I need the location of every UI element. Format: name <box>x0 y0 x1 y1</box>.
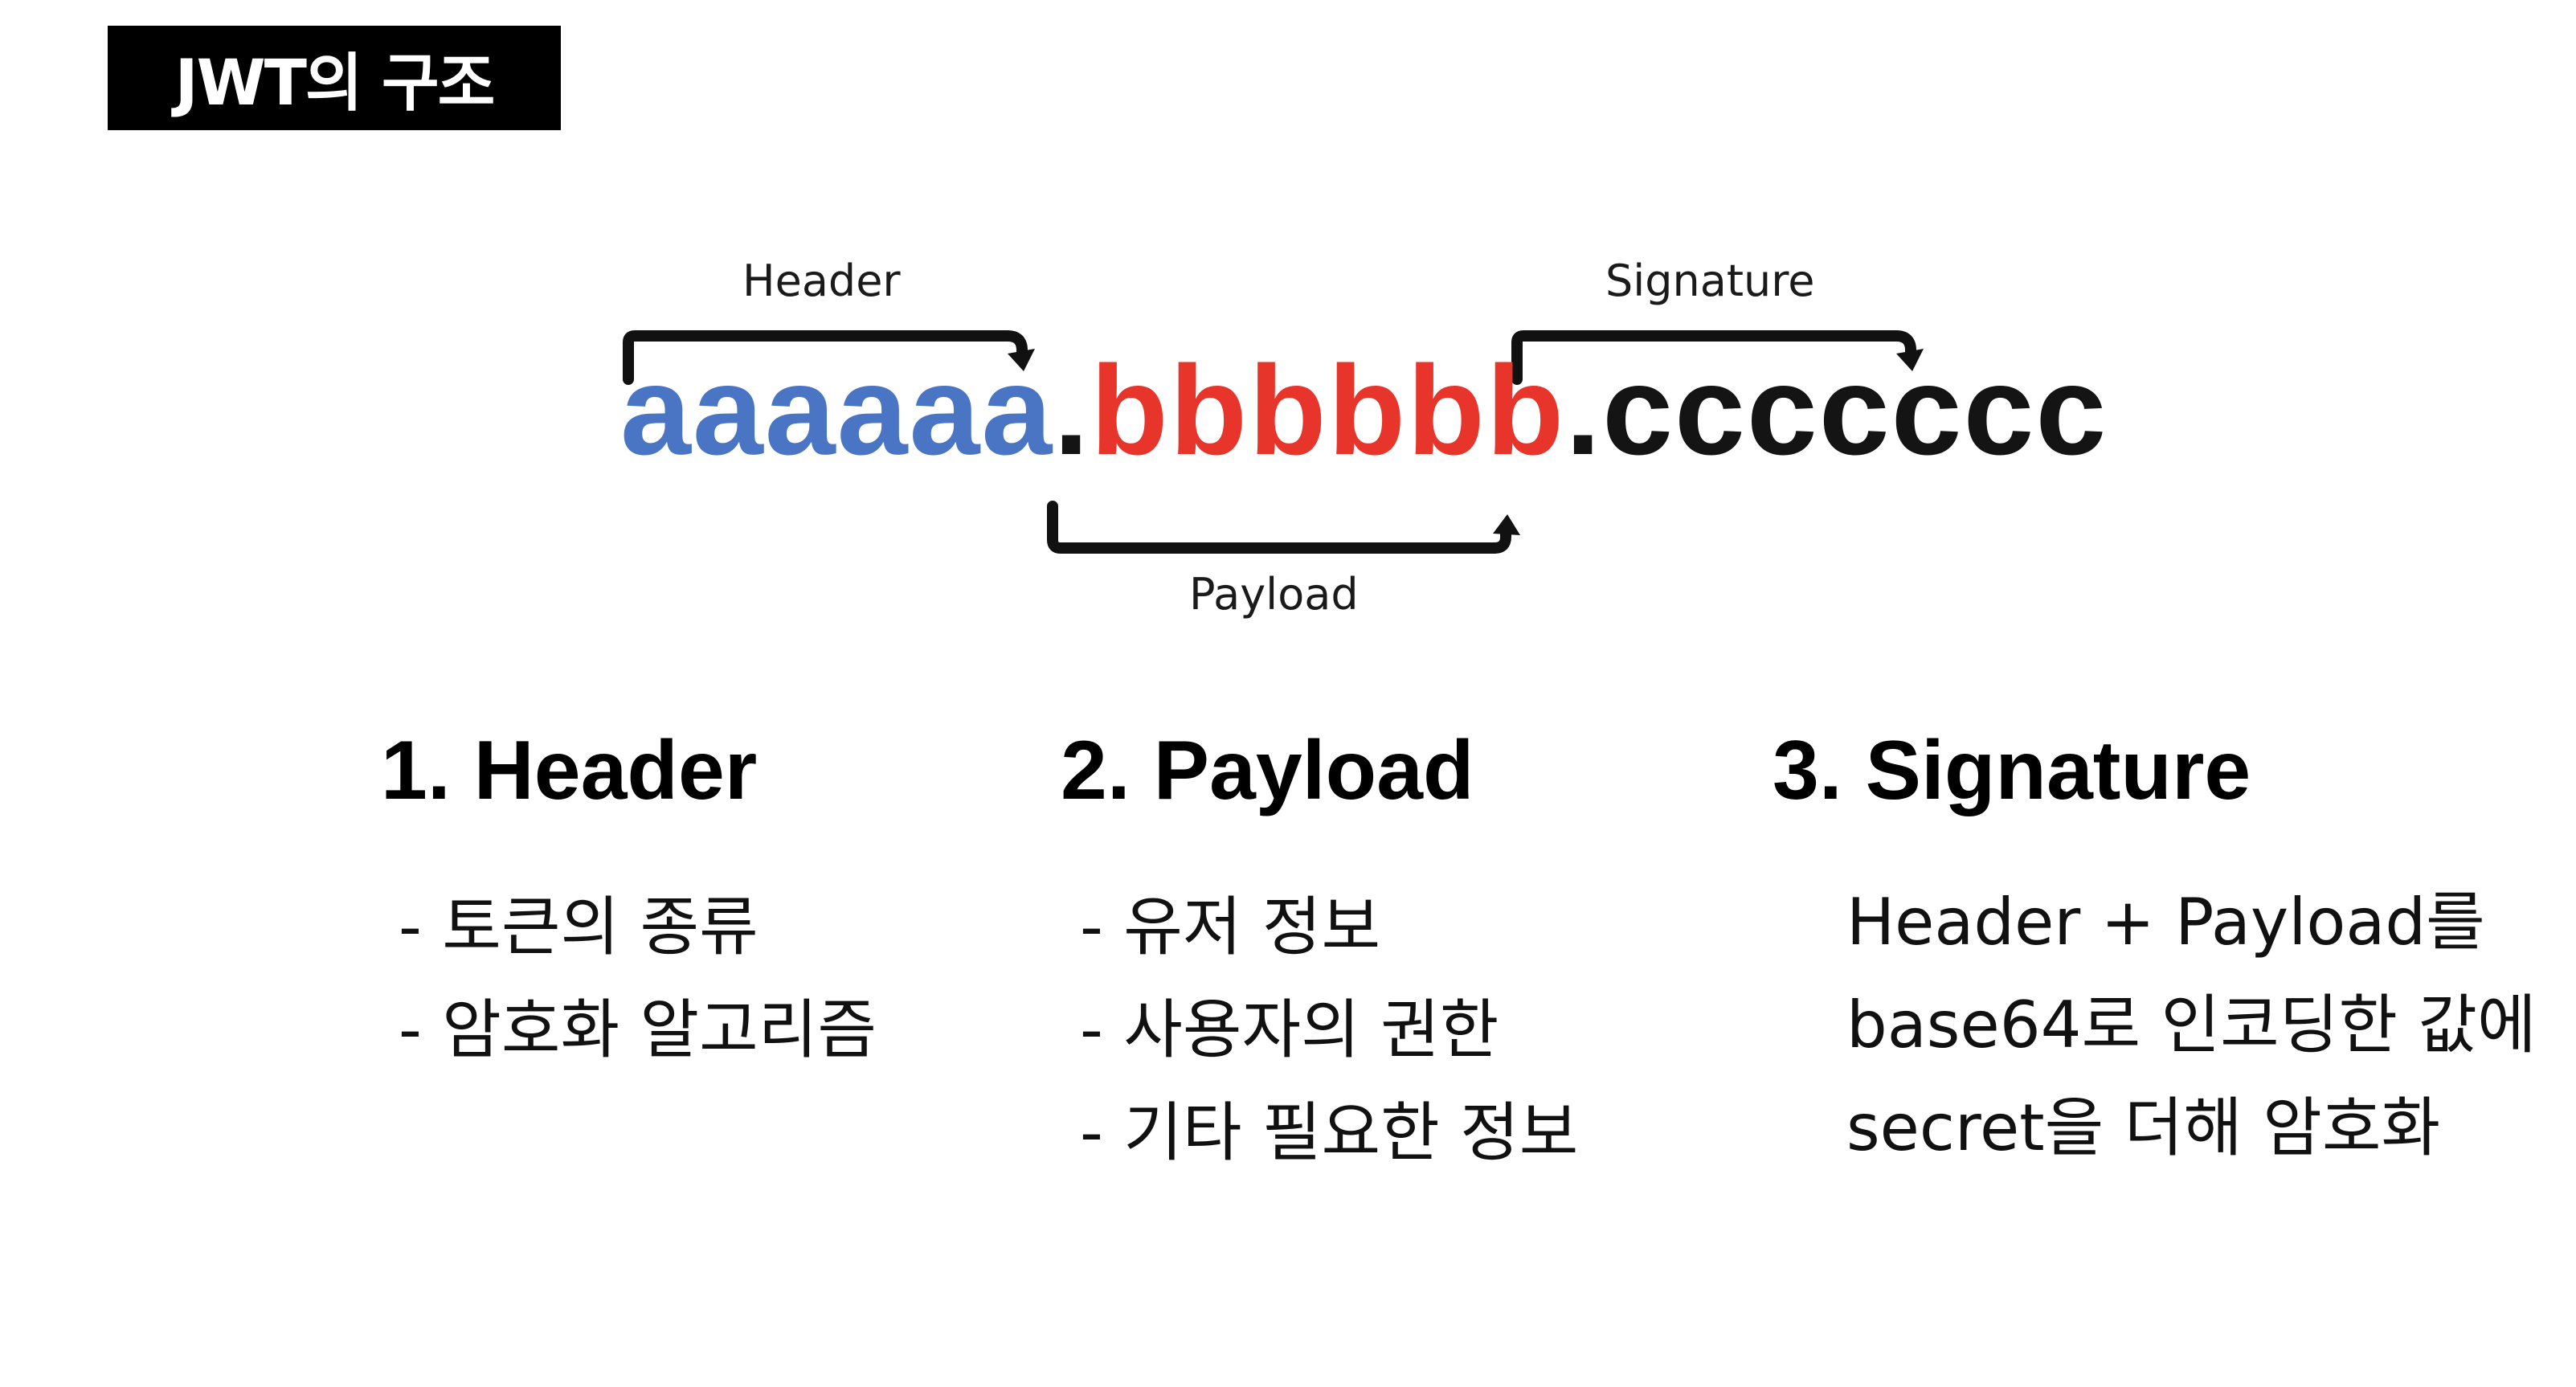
payload-bracket-arrow <box>1047 501 1520 554</box>
signature-bracket-label: Signature <box>1605 256 1815 306</box>
jwt-token-example: aaaaaa . bbbbbb . ccccccc <box>620 347 2108 492</box>
signature-description: Header + Payload를 base64로 인코딩한 값에 secret… <box>1846 871 2537 1180</box>
payload-items-list: - 유저 정보 - 사용자의 권한 - 기타 필요한 정보 <box>1080 876 1578 1184</box>
section-heading-payload: 2. Payload <box>1061 724 1474 817</box>
header-bracket-label: Header <box>742 256 901 306</box>
slide-title: JWT의 구조 <box>108 26 561 130</box>
list-item: - 기타 필요한 정보 <box>1080 1095 1579 1170</box>
description-line: base64로 인코딩한 값에 <box>1846 988 2537 1062</box>
header-bracket-arrow <box>623 330 1035 385</box>
signature-bracket-arrow <box>1511 330 1924 385</box>
payload-bracket-label: Payload <box>1189 569 1359 620</box>
section-heading-signature: 3. Signature <box>1773 724 2251 817</box>
token-separator: . <box>1053 340 1091 481</box>
header-items-list: - 토큰의 종류 - 암호화 알고리즘 <box>399 876 877 1082</box>
list-item: - 사용자의 권한 <box>1080 992 1499 1067</box>
bracket-arrows <box>623 330 1924 554</box>
list-item: - 암호화 알고리즘 <box>399 992 877 1067</box>
section-heading-header: 1. Header <box>381 724 758 817</box>
token-signature-part: ccccccc <box>1602 340 2108 481</box>
list-item: - 유저 정보 <box>1080 890 1381 964</box>
description-line: Header + Payload를 <box>1846 885 2485 959</box>
description-line: secret을 더해 암호화 <box>1846 1090 2441 1165</box>
slide-title-text: JWT의 구조 <box>174 47 496 120</box>
list-item: - 토큰의 종류 <box>399 890 758 964</box>
jwt-structure-diagram: Header Signature Payload <box>0 0 2576 659</box>
token-separator: . <box>1565 340 1603 481</box>
token-header-part: aaaaaa <box>620 340 1054 481</box>
token-payload-part: bbbbbb <box>1090 340 1566 481</box>
